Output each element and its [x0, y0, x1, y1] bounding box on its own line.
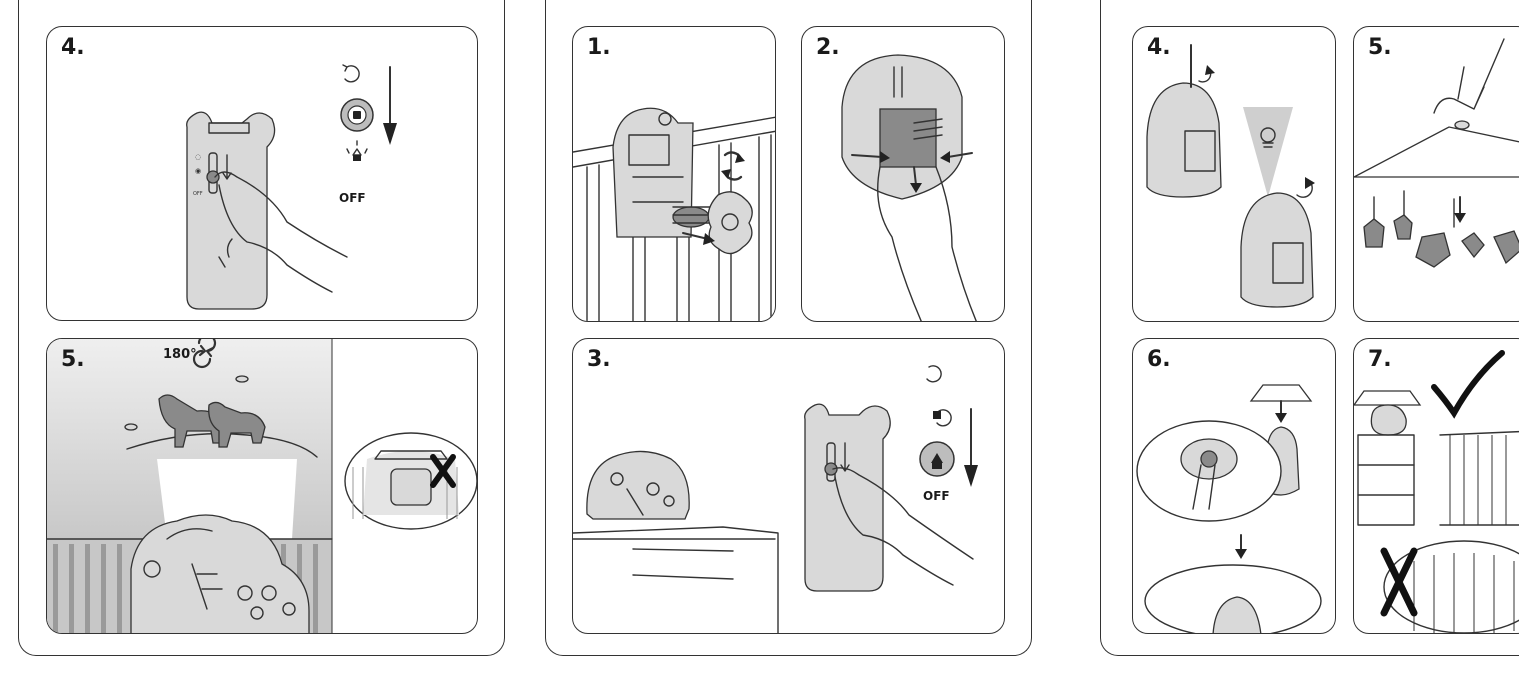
lamp-mode-illustration — [1146, 44, 1315, 308]
middle-step-2-panel: 2. — [801, 26, 1005, 322]
svg-text:◉: ◉ — [195, 167, 201, 175]
svg-text:◌: ◌ — [195, 153, 201, 161]
left-step-4-panel: 4. ◌ ◉ OFF OFF — [46, 26, 478, 321]
shade-attach-illustration — [1136, 384, 1322, 633]
off-mode-label: OFF — [923, 489, 950, 503]
right-step-4-panel: 4. — [1132, 26, 1336, 322]
switch-off-illustration: ◌ ◉ OFF — [186, 64, 397, 310]
step-number: 4. — [61, 35, 85, 60]
step-number: 3. — [587, 347, 611, 372]
middle-page — [545, 0, 1032, 656]
step-number: 7. — [1368, 347, 1392, 372]
step-number: 2. — [816, 35, 840, 60]
middle-step-3-panel: 3. OFF — [572, 338, 1005, 634]
rotation-label: 180° — [163, 347, 197, 362]
right-step-7-panel: 7. — [1353, 338, 1519, 634]
projection-illustration — [47, 339, 477, 633]
step-number: 5. — [1368, 35, 1392, 60]
crib-mount-illustration — [573, 107, 775, 321]
right-step-5-panel: 5. — [1353, 26, 1519, 322]
step-number: 6. — [1147, 347, 1171, 372]
left-page — [18, 0, 505, 656]
step-number: 5. — [61, 347, 85, 372]
battery-illustration — [841, 54, 977, 321]
off-mode-label: OFF — [339, 191, 366, 205]
table-projector-illustration — [573, 365, 978, 633]
svg-text:OFF: OFF — [193, 191, 203, 197]
right-step-6-panel: 6. — [1132, 338, 1336, 634]
step-number: 4. — [1147, 35, 1171, 60]
left-step-5-panel: 5. 180° — [46, 338, 478, 634]
mobile-attach-illustration — [1354, 38, 1519, 268]
right-page — [1100, 0, 1519, 656]
middle-step-1-panel: 1. — [572, 26, 776, 322]
placement-illustration — [1354, 350, 1519, 633]
step-number: 1. — [587, 35, 611, 60]
